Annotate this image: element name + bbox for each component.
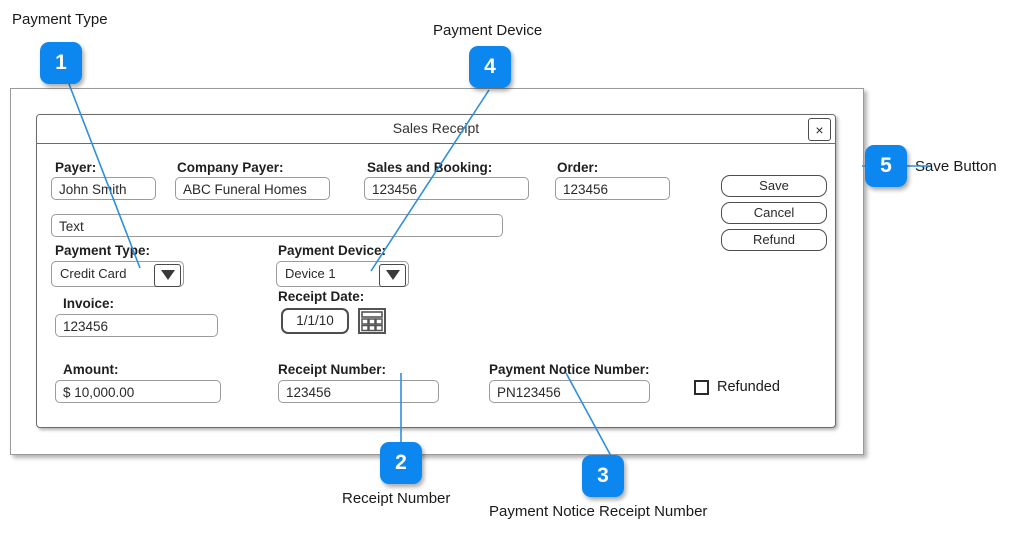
callout-badge-3[interactable]: 3 bbox=[582, 455, 624, 497]
payer-label: Payer: bbox=[55, 160, 97, 175]
callout-badge-4[interactable]: 4 bbox=[469, 46, 511, 88]
checkbox-box-icon[interactable] bbox=[694, 379, 709, 395]
payment-notice-number-input[interactable]: PN123456 bbox=[489, 380, 650, 403]
dialog-titlebar: Sales Receipt × bbox=[37, 115, 835, 144]
amount-label: Amount: bbox=[63, 362, 119, 377]
payment-notice-number-label: Payment Notice Number: bbox=[489, 362, 650, 377]
company-payer-label: Company Payer: bbox=[177, 160, 284, 175]
text-input[interactable]: Text bbox=[51, 214, 503, 237]
callout-label-2: Receipt Number bbox=[342, 490, 451, 507]
payment-type-select[interactable]: Credit Card bbox=[51, 261, 184, 287]
invoice-input[interactable]: 123456 bbox=[55, 314, 218, 337]
close-icon[interactable]: × bbox=[808, 118, 831, 141]
company-payer-input[interactable]: ABC Funeral Homes bbox=[175, 177, 330, 200]
receipt-date-label: Receipt Date: bbox=[278, 289, 365, 304]
chevron-down-icon[interactable] bbox=[154, 263, 181, 287]
calendar-icon[interactable] bbox=[358, 308, 386, 334]
receipt-date-input[interactable]: 1/1/10 bbox=[281, 308, 349, 334]
order-label: Order: bbox=[557, 160, 599, 175]
callout-badge-1[interactable]: 1 bbox=[40, 42, 82, 84]
receipt-number-input[interactable]: 123456 bbox=[278, 380, 439, 403]
callout-label-5: Save Button bbox=[915, 158, 997, 175]
sales-receipt-dialog: Sales Receipt × Payer: John Smith Compan… bbox=[36, 114, 836, 428]
refunded-label: Refunded bbox=[717, 379, 780, 395]
payer-input[interactable]: John Smith bbox=[51, 177, 156, 200]
save-button[interactable]: Save bbox=[721, 175, 827, 197]
chevron-down-icon[interactable] bbox=[379, 263, 406, 287]
callout-label-3: Payment Notice Receipt Number bbox=[489, 503, 708, 520]
callout-label-1: Payment Type bbox=[12, 11, 108, 28]
payment-device-select[interactable]: Device 1 bbox=[276, 261, 409, 287]
payment-type-value: Credit Card bbox=[60, 266, 127, 281]
payment-device-value: Device 1 bbox=[285, 266, 336, 281]
dialog-body: Payer: John Smith Company Payer: ABC Fun… bbox=[37, 144, 835, 427]
refunded-checkbox[interactable]: Refunded bbox=[694, 379, 780, 395]
application-window-frame: Sales Receipt × Payer: John Smith Compan… bbox=[10, 88, 864, 455]
dialog-title: Sales Receipt bbox=[392, 120, 480, 136]
sales-and-booking-label: Sales and Booking: bbox=[367, 160, 493, 175]
sales-and-booking-input[interactable]: 123456 bbox=[364, 177, 529, 200]
callout-badge-2[interactable]: 2 bbox=[380, 442, 422, 484]
callout-badge-5[interactable]: 5 bbox=[865, 145, 907, 187]
amount-input[interactable]: $ 10,000.00 bbox=[55, 380, 221, 403]
receipt-number-label: Receipt Number: bbox=[278, 362, 387, 377]
refund-button[interactable]: Refund bbox=[721, 229, 827, 251]
payment-device-label: Payment Device: bbox=[278, 243, 387, 258]
cancel-button[interactable]: Cancel bbox=[721, 202, 827, 224]
callout-label-4: Payment Device bbox=[433, 22, 543, 39]
invoice-label: Invoice: bbox=[63, 296, 115, 311]
order-input[interactable]: 123456 bbox=[555, 177, 670, 200]
payment-type-label: Payment Type: bbox=[55, 243, 151, 258]
